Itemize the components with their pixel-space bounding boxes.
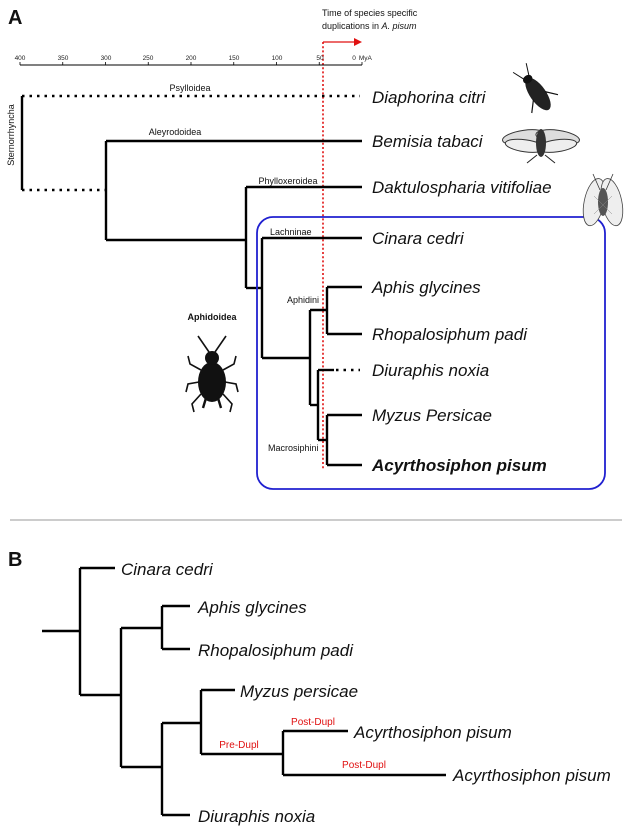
- phylloxera-illustration: [582, 173, 624, 227]
- tick-label: 50: [316, 55, 324, 62]
- duplication-annotation-line1: Time of species specific: [322, 8, 418, 18]
- tick-label: 350: [58, 55, 69, 62]
- species-b-aphis-glycines: Aphis glycines: [197, 598, 307, 617]
- duplication-annotation-line2: duplications in A. pisum: [322, 21, 417, 31]
- psyllid-illustration: [512, 63, 559, 114]
- species-rhopalosiphum-padi: Rhopalosiphum padi: [372, 325, 528, 344]
- species-cinara-cedri: Cinara cedri: [372, 229, 465, 248]
- event-pre-dupl: Pre-Dupl: [219, 740, 258, 751]
- tick-label: 100: [272, 55, 283, 62]
- clade-label-aphidini: Aphidini: [287, 295, 319, 305]
- clade-label-aphidoidea: Aphidoidea: [188, 312, 238, 322]
- clade-label-sternorrhyncha: Sternorrhyncha: [6, 104, 16, 166]
- tick-label: 400: [15, 55, 26, 62]
- species-acyrthosiphon-pisum: Acyrthosiphon pisum: [371, 456, 547, 475]
- species-aphis-glycines: Aphis glycines: [371, 278, 481, 297]
- time-scale-axis: [19, 62, 363, 66]
- event-post-dupl-1: Post-Dupl: [291, 717, 335, 728]
- duplication-arrow: [322, 38, 362, 470]
- clade-label-psylloidea: Psylloidea: [169, 83, 210, 93]
- species-b-rhopalosiphum-padi: Rhopalosiphum padi: [198, 641, 354, 660]
- tick-label: 300: [101, 55, 112, 62]
- species-b-acyrthosiphon-pisum-2: Acyrthosiphon pisum: [452, 766, 611, 785]
- species-diuraphis-noxia: Diuraphis noxia: [372, 361, 489, 380]
- clade-label-phylloxeroidea: Phylloxeroidea: [258, 176, 317, 186]
- tick-label: 250: [143, 55, 154, 62]
- panel-a-label: A: [8, 7, 22, 29]
- species-b-diuraphis-noxia: Diuraphis noxia: [198, 807, 315, 826]
- species-diaphorina-citri: Diaphorina citri: [372, 88, 487, 107]
- clade-label-macrosiphini: Macrosiphini: [268, 443, 319, 453]
- species-b-cinara-cedri: Cinara cedri: [121, 560, 214, 579]
- species-b-myzus-persicae: Myzus persicae: [240, 682, 358, 701]
- event-post-dupl-2: Post-Dupl: [342, 760, 386, 771]
- clade-label-aleyrodoidea: Aleyrodoidea: [149, 127, 202, 137]
- whitefly-illustration: [502, 129, 580, 164]
- tick-label: 150: [229, 55, 240, 62]
- species-myzus-persicae: Myzus Persicae: [372, 406, 492, 425]
- species-bemisia-tabaci: Bemisia tabaci: [372, 132, 484, 151]
- aphididae-highlight-box: [256, 216, 606, 490]
- species-daktulosphaira-vitifoliae: Daktulospharia vitifoliae: [372, 178, 552, 197]
- tick-label: 200: [186, 55, 197, 62]
- panel-b-label: B: [8, 549, 22, 571]
- clade-label-lachninae: Lachninae: [270, 227, 312, 237]
- aphid-illustration: [185, 335, 239, 413]
- species-b-acyrthosiphon-pisum-1: Acyrthosiphon pisum: [353, 723, 512, 742]
